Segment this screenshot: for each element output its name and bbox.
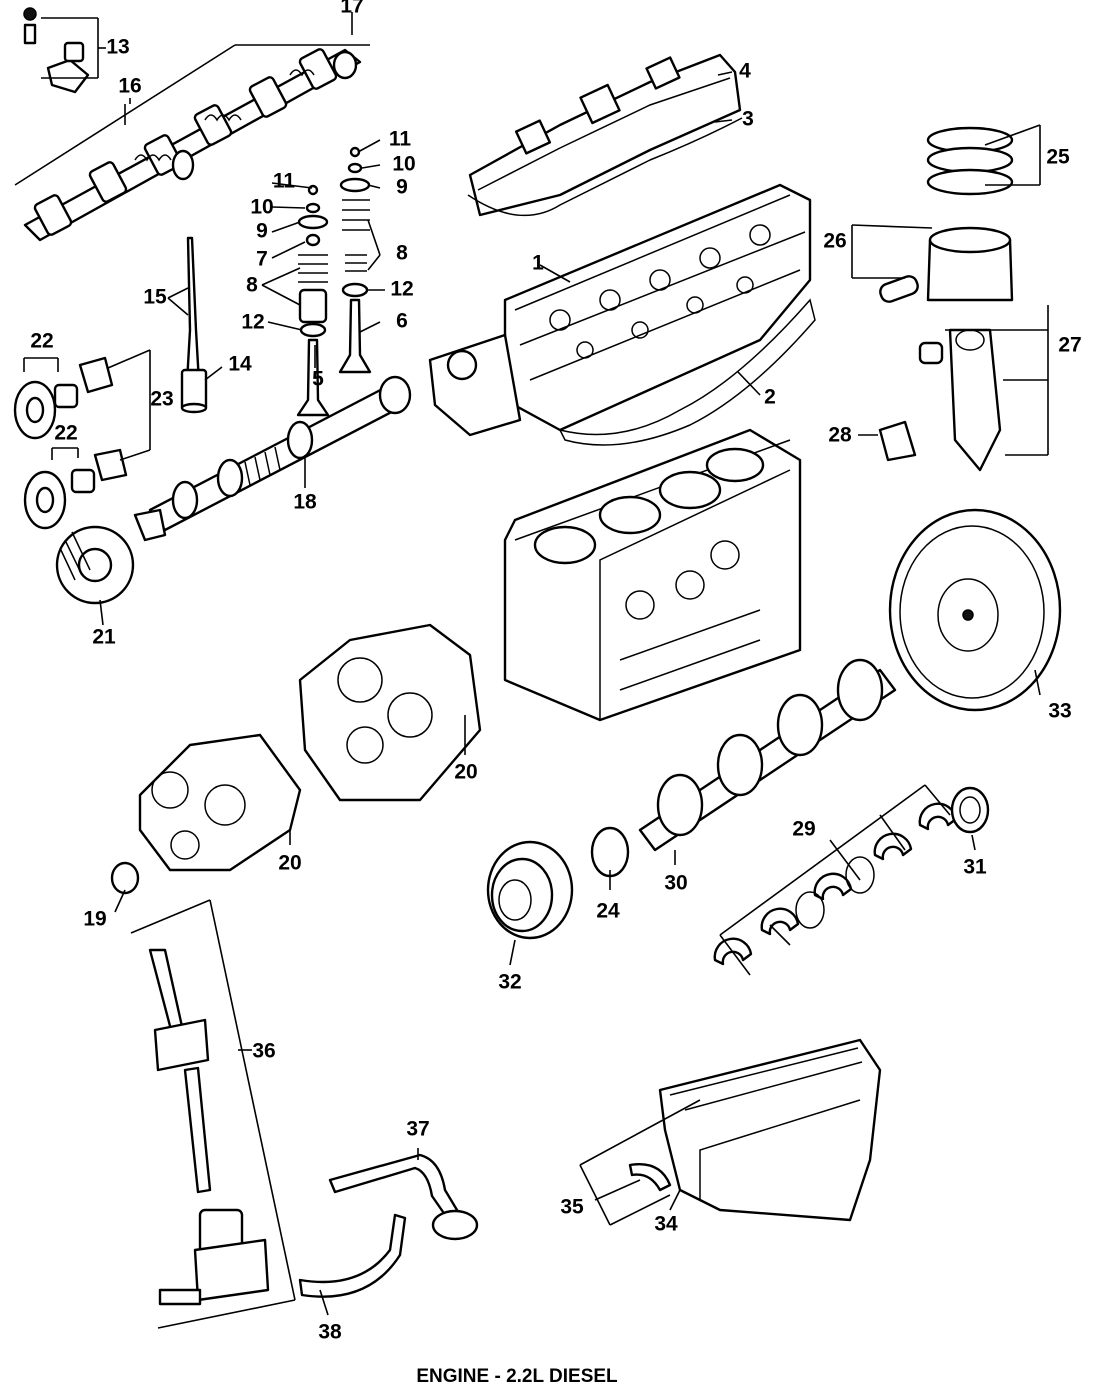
callout-24: 24	[596, 900, 620, 923]
callout-8b: 8	[396, 242, 408, 265]
callout-10b: 10	[392, 153, 415, 176]
callout-9a: 9	[256, 220, 268, 243]
callout-1: 1	[532, 252, 544, 275]
callout-5: 5	[312, 368, 324, 391]
callout-8a: 8	[246, 274, 258, 297]
callout-12a: 12	[241, 311, 264, 334]
crankshaft	[486, 658, 897, 940]
leader-lines	[14, 12, 1049, 1329]
bearings-and-seals	[110, 786, 990, 966]
timing-covers	[138, 623, 482, 872]
callout-32: 32	[498, 971, 521, 994]
callout-11b: 11	[389, 128, 412, 151]
flywheel	[888, 508, 1062, 712]
callout-22b: 22	[54, 422, 77, 445]
diagram-caption: ENGINE - 2.2L DIESEL	[416, 1366, 618, 1387]
valve-train-parts	[180, 146, 372, 417]
callout-38: 38	[318, 1321, 342, 1344]
callout-36: 36	[252, 1040, 275, 1063]
callout-23: 23	[150, 388, 173, 411]
callout-35: 35	[560, 1196, 584, 1219]
callout-15: 15	[143, 286, 167, 309]
callout-28: 28	[828, 424, 852, 447]
rocker-arm-shaft-assembly	[23, 48, 362, 242]
callout-9b: 9	[396, 176, 408, 199]
callout-37: 37	[406, 1118, 429, 1141]
callout-14: 14	[228, 353, 252, 376]
callout-26: 26	[823, 230, 846, 253]
cylinder-head	[428, 183, 816, 446]
callout-19: 19	[83, 908, 106, 931]
callout-6: 6	[396, 310, 408, 333]
callout-20a: 20	[454, 761, 477, 784]
gears-and-bushings	[13, 356, 135, 605]
callout-11a: 11	[273, 170, 296, 193]
callout-4: 4	[739, 60, 751, 83]
rocker-arm	[23, 7, 90, 94]
piston-and-connecting-rod	[878, 126, 1014, 472]
callout-21: 21	[92, 626, 116, 649]
callout-30: 30	[664, 872, 687, 895]
valve-cover	[467, 53, 743, 217]
callout-12b: 12	[390, 278, 413, 301]
callout-20b: 20	[278, 852, 301, 875]
callout-7: 7	[256, 248, 268, 271]
callout-25: 25	[1046, 146, 1070, 169]
callout-34: 34	[654, 1213, 678, 1236]
callout-numbers: 1 2 3 4 5 6 7 8 8 9 9 10 10 11 11 12 12 …	[30, 0, 1081, 1344]
callout-31: 31	[963, 856, 987, 879]
callout-18: 18	[293, 491, 317, 514]
callout-3: 3	[742, 108, 754, 131]
callout-33: 33	[1048, 700, 1071, 723]
oil-pump-assembly	[148, 948, 479, 1306]
callout-22a: 22	[30, 330, 53, 353]
oil-pan	[628, 1038, 882, 1222]
callout-2: 2	[764, 386, 776, 409]
camshaft	[133, 375, 412, 542]
callout-17: 17	[340, 0, 363, 18]
cylinder-block	[503, 428, 802, 722]
callout-16: 16	[118, 75, 141, 98]
callout-27: 27	[1058, 334, 1081, 357]
callout-10a: 10	[250, 196, 273, 219]
callout-13: 13	[106, 36, 129, 59]
callout-29: 29	[792, 818, 815, 841]
